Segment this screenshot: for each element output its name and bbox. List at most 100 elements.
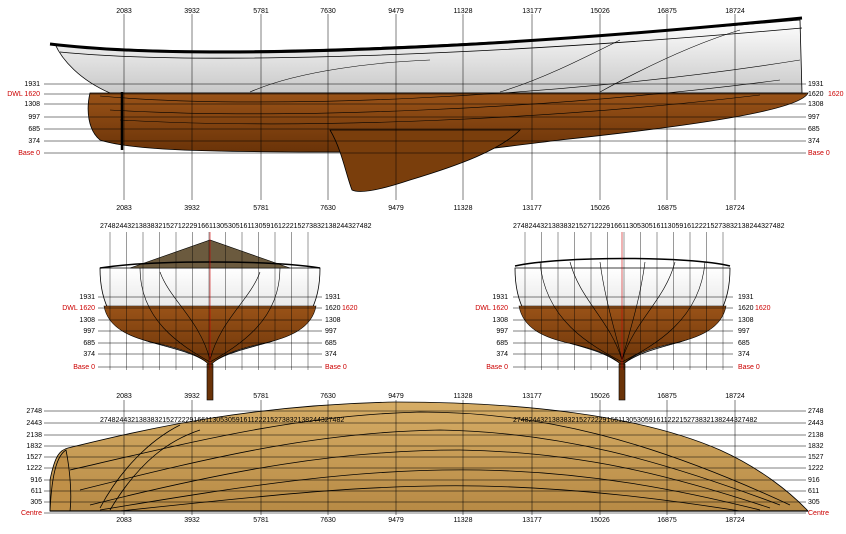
body-plan-right-station-5: [599, 261, 623, 361]
plan-buttock-label-right-7: 611: [808, 488, 819, 495]
body-plan-left-buttock-header: 2748244321383832152712229166113053051611…: [100, 223, 372, 230]
profile-station-label-bottom-0: 2083: [116, 205, 132, 212]
profile-keel-fin: [329, 129, 521, 192]
profile-waterline-label-right-3: 997: [808, 114, 820, 121]
profile-diagonal-2: [109, 79, 781, 115]
body-plan-right-wl-label-4: 685: [496, 340, 508, 347]
body-plan-right-station-4: [621, 261, 676, 361]
plan-station-label-top-6: 13177: [522, 393, 542, 400]
profile-waterline-label-right-5: 374: [808, 138, 820, 145]
profile-station-label-bottom-1: 3932: [184, 205, 200, 212]
profile-waterline-label-left-2: 1308: [24, 101, 40, 108]
plan-station-label-bottom-0: 2083: [116, 517, 132, 524]
plan-buttock-label-left-2: 2138: [26, 432, 42, 439]
profile-diagonal-1: [99, 59, 801, 103]
profile-station-label-top-0: 2083: [116, 8, 132, 15]
plan-buttock-label-right-0: 2748: [808, 408, 824, 415]
body-plan-grid: [98, 232, 733, 370]
body-plan-right-wl-label-6: Base 0: [486, 364, 508, 371]
profile-station-label-top-9: 18724: [725, 8, 745, 15]
body-plan-right-wl-label-2: 1308: [492, 317, 508, 324]
body-plan-left-wl-label-right-5: 374: [325, 351, 337, 358]
plan-buttock-label-left-9: Centre: [21, 510, 42, 517]
profile-waterline-label-right-0: 1931: [808, 81, 824, 88]
plan-station-label-top-4: 9479: [388, 393, 404, 400]
plan-station-label-bottom-9: 18724: [725, 517, 745, 524]
body-plan-left-wl-label-right-0: 1931: [325, 294, 341, 301]
body-plan-right-sheer: [514, 257, 731, 267]
plan-station-label-bottom-7: 15026: [590, 517, 610, 524]
body-plan-right-wl-label-right-2: 1308: [738, 317, 754, 324]
plan-buttock-label-left-0: 2748: [26, 408, 42, 415]
plan-buttock-label-left-8: 305: [30, 499, 42, 506]
profile-station-label-top-3: 7630: [320, 8, 336, 15]
profile-station-label-bottom-7: 15026: [590, 205, 610, 212]
body-plan-left-wl-label-4: 685: [83, 340, 95, 347]
plan-station-label-bottom-8: 16875: [657, 517, 677, 524]
plan-station-label-top-2: 5781: [253, 393, 269, 400]
body-plan-left-wl-label-right-4: 685: [325, 340, 337, 347]
profile-waterline-label-right-2: 1308: [808, 101, 824, 108]
profile-buttock-3: [599, 29, 741, 93]
plan-waterline-5: [119, 485, 741, 512]
plan-station-label-top-0: 2083: [116, 393, 132, 400]
profile-station-label-top-4: 9479: [388, 8, 404, 15]
plan-buttock-label-left-1: 2443: [26, 420, 42, 427]
body-plan-right-wl-label-right-4: 685: [738, 340, 750, 347]
profile-sheer-line: [49, 16, 803, 54]
plan-waterline-3: [89, 449, 771, 509]
body-plan-left-wl-label-6: Base 0: [73, 364, 95, 371]
profile-topside: [54, 19, 803, 94]
plan-deck-shape: [49, 401, 809, 512]
plan-buttock-label-left-7: 611: [31, 488, 42, 495]
profile-station-label-top-2: 5781: [253, 8, 269, 15]
profile-station-label-top-6: 13177: [522, 8, 542, 15]
plan-station-label-top-3: 7630: [320, 393, 336, 400]
body-plan-right-station-2: [621, 261, 706, 363]
body-plan-left-wl-label-5: 374: [83, 351, 95, 358]
body-plan-left-wl-label-0: 1931: [79, 294, 95, 301]
body-plan-left-wl-label-1: DWL 1620: [62, 305, 95, 312]
profile-deck-edge: [59, 27, 803, 59]
profile-waterline-label-left-3: 997: [28, 114, 40, 121]
profile-station-label-top-7: 15026: [590, 8, 610, 15]
plan-station-label-top-9: 18724: [725, 393, 745, 400]
profile-grid: [44, 14, 806, 200]
profile-waterline-label-left-4: 685: [28, 126, 40, 133]
body-plan-right-wl-label-5: 374: [496, 351, 508, 358]
profile-station-label-bottom-5: 11328: [454, 205, 473, 212]
plan-buttock-label-right-3: 1832: [808, 443, 824, 450]
body-plan-left-wl-label-right-1: 1620: [325, 305, 341, 312]
plan-buttock-label-right-8: 305: [808, 499, 820, 506]
body-plan-right-wl-label-0: 1931: [492, 294, 508, 301]
plan-station-label-bottom-2: 5781: [253, 517, 269, 524]
profile-waterline-label-left-6: Base 0: [18, 150, 40, 157]
plan-station-label-top-8: 16875: [657, 393, 677, 400]
body-plan-right-dwl-overlap: 1620: [755, 305, 771, 312]
body-plan-right-wl-label-right-0: 1931: [738, 294, 754, 301]
plan-station-label-top-1: 3932: [184, 393, 200, 400]
profile-station-label-bottom-9: 18724: [725, 205, 745, 212]
profile-buttock-2: [499, 39, 621, 93]
body-plan-left-wl-label-right-3: 997: [325, 328, 337, 335]
body-plan-right-station-6: [621, 261, 646, 361]
plan-buttock-label-left-5: 1222: [26, 465, 42, 472]
body-plan-right-wl-label-right-1: 1620: [738, 305, 754, 312]
plan-buttock-label-right-4: 1527: [808, 454, 824, 461]
plan-station-label-bottom-4: 9479: [388, 517, 404, 524]
plan-waterline-4: [99, 469, 761, 511]
plan-waterline-7: [99, 424, 181, 509]
profile-diagonal-3: [119, 94, 761, 125]
body-plan-right-wl-label-right-3: 997: [738, 328, 750, 335]
